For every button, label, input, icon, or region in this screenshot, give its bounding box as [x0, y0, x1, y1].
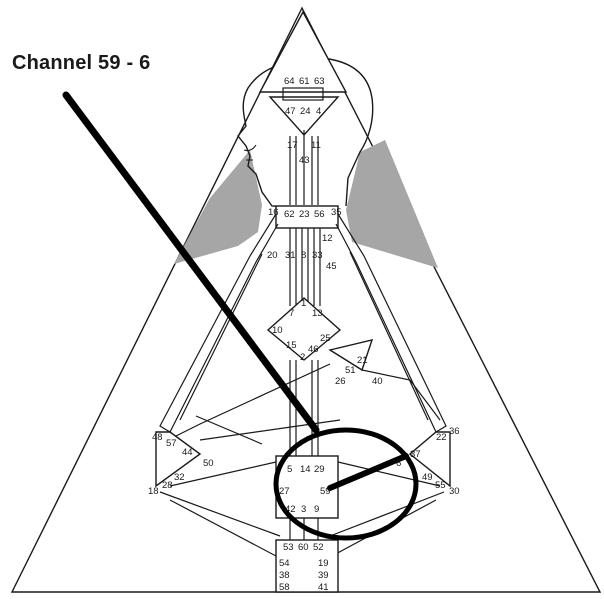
throat-center [275, 205, 339, 229]
gate-label: 47 [285, 106, 296, 117]
gate-label: 61 [299, 76, 310, 87]
head-center [258, 10, 348, 93]
heart-center [328, 339, 374, 372]
gate-label: 22 [436, 432, 447, 443]
face-detail [243, 144, 257, 161]
gate-label: 36 [449, 426, 460, 437]
gate-label: 2 [300, 352, 305, 363]
gate-label: 30 [449, 486, 460, 497]
gate-label: 11 [311, 140, 321, 151]
gate-label: 41 [318, 582, 329, 593]
gate-label: 26 [335, 376, 346, 387]
gate-label: 27 [279, 486, 290, 497]
gate-label: 50 [203, 458, 214, 469]
gate-label: 18 [148, 486, 159, 497]
gate-label: 6 [396, 458, 401, 469]
gate-label: 56 [314, 209, 325, 220]
gate-label: 8 [301, 250, 306, 261]
gate-label: 60 [298, 542, 309, 553]
gate-label: 52 [313, 542, 324, 553]
left-shoulder-shade [174, 150, 262, 264]
gate-label: 40 [372, 376, 383, 387]
gate-label: 9 [314, 504, 319, 515]
gate-label: 51 [345, 365, 356, 376]
gate-label: 1 [301, 298, 306, 309]
gate-label: 46 [308, 344, 319, 355]
gate-label: 19 [318, 558, 329, 569]
gate-label: 32 [174, 472, 185, 483]
gate-label: 28 [162, 480, 173, 491]
gate-label: 62 [284, 209, 295, 220]
gate-label: 4 [316, 106, 321, 117]
gate-label: 13 [312, 308, 323, 319]
gate-label: 3 [301, 504, 306, 515]
right-shoulder-shade [346, 140, 438, 268]
head-back [319, 57, 374, 207]
gate-label: 58 [279, 582, 290, 593]
gate-label: 16 [268, 207, 279, 218]
gate-label: 42 [285, 504, 296, 515]
gate-label: 24 [300, 106, 311, 117]
gate-label: 38 [279, 570, 290, 581]
gate-label: 59 [320, 486, 331, 497]
highlight-ellipse [273, 427, 419, 541]
gate-label: 37 [410, 449, 421, 460]
root-center [275, 539, 339, 593]
gate-label: 7 [289, 308, 294, 319]
gate-label: 35 [331, 207, 342, 218]
gate-label: 63 [314, 76, 325, 87]
gate-label: 55 [435, 480, 446, 491]
gate-label: 45 [326, 261, 337, 272]
gate-label: 25 [320, 333, 331, 344]
gate-label: 17 [287, 140, 298, 151]
gate-label: 15 [286, 340, 297, 351]
gate-label: 64 [284, 76, 295, 87]
gate-label: 20 [267, 250, 278, 261]
gate-label: 49 [422, 472, 433, 483]
right-arm-channel [335, 213, 447, 433]
pointer-line [62, 91, 320, 434]
gate-label: 21 [357, 355, 368, 366]
channel-59-6-highlight [327, 453, 409, 491]
ajna-center [268, 96, 340, 137]
gate-label: 44 [182, 447, 193, 458]
gate-label: 14 [300, 464, 311, 475]
gate-label: 31 [285, 250, 296, 261]
gate-label: 39 [318, 570, 329, 581]
gate-label: 5 [287, 464, 292, 475]
gate-label: 23 [299, 209, 310, 220]
gate-label: 54 [279, 558, 290, 569]
diagram-title: Channel 59 - 6 [12, 52, 151, 74]
spleen-center [155, 431, 202, 488]
gate-label: 29 [314, 464, 325, 475]
gate-label: 10 [272, 325, 283, 336]
gate-label: 12 [322, 233, 333, 244]
left-arm-channel [159, 213, 279, 433]
gate-label: 48 [152, 432, 163, 443]
gate-label: 57 [166, 438, 177, 449]
gate-label: 53 [283, 542, 294, 553]
solar-plexus-center [408, 431, 451, 488]
gate-label: 33 [312, 250, 323, 261]
gate-label: 43 [299, 155, 310, 166]
channel-head-ajna [282, 87, 324, 101]
g-center [266, 297, 342, 361]
